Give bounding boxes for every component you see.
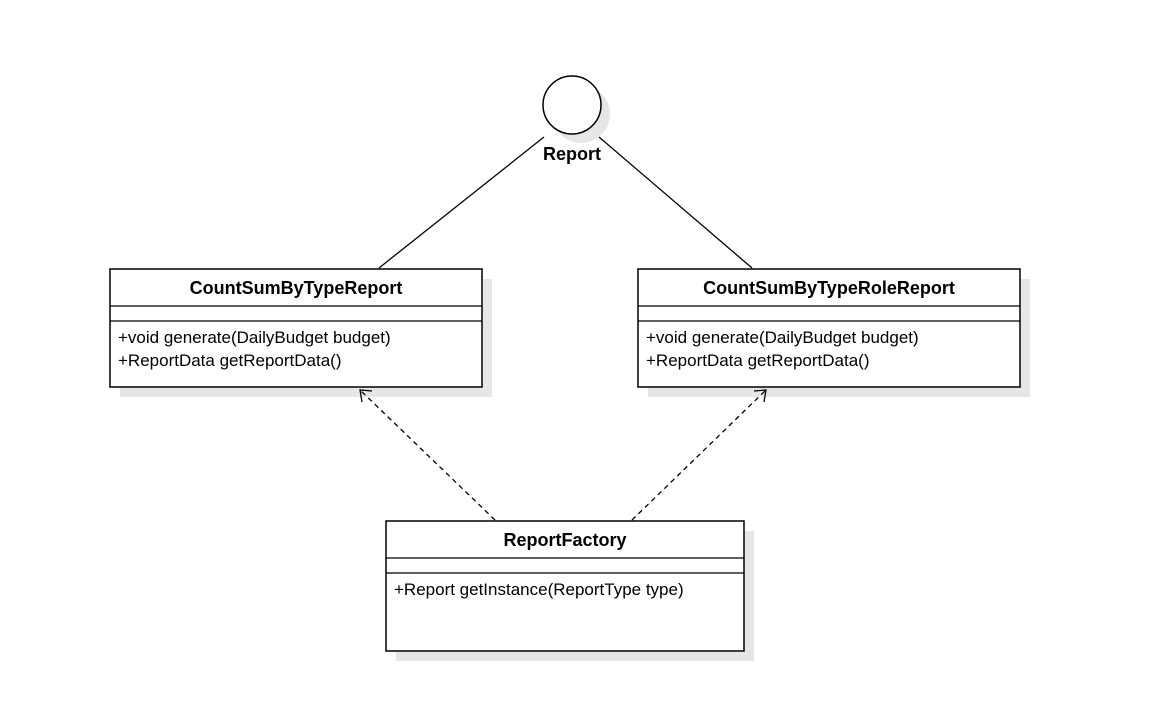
report-interface-circle [542, 75, 602, 135]
dependency-arrow-left [359, 389, 496, 521]
class-operation: +void generate(DailyBudget budget) [118, 328, 391, 347]
class-box [637, 268, 1021, 388]
class-operation: +ReportData getReportData() [646, 351, 869, 370]
class-operation: +Report getInstance(ReportType type) [394, 580, 684, 599]
class-operation: +void generate(DailyBudget budget) [646, 328, 919, 347]
class-name: CountSumByTypeRoleReport [703, 278, 955, 298]
class-name: CountSumByTypeReport [190, 278, 403, 298]
class-name: ReportFactory [503, 530, 626, 550]
class-report-factory[interactable]: ReportFactory +Report getInstance(Report… [385, 520, 754, 661]
report-interface[interactable]: Report [542, 75, 610, 164]
class-count-sum-by-type-report[interactable]: CountSumByTypeReport +void generate(Dail… [109, 268, 492, 397]
dependency-line-left [359, 389, 496, 521]
class-box [109, 268, 483, 388]
class-count-sum-by-type-role-report[interactable]: CountSumByTypeRoleReport +void generate(… [637, 268, 1030, 397]
dependency-arrow-right [631, 389, 767, 521]
dependency-arrowhead-right [753, 389, 767, 403]
dependency-arrowhead-left [359, 389, 373, 403]
realization-line-right [598, 136, 753, 269]
dependency-line-right [631, 389, 767, 521]
realization-line-left [378, 136, 545, 269]
report-interface-label: Report [543, 144, 601, 164]
class-operation: +ReportData getReportData() [118, 351, 341, 370]
class-box [385, 520, 745, 652]
